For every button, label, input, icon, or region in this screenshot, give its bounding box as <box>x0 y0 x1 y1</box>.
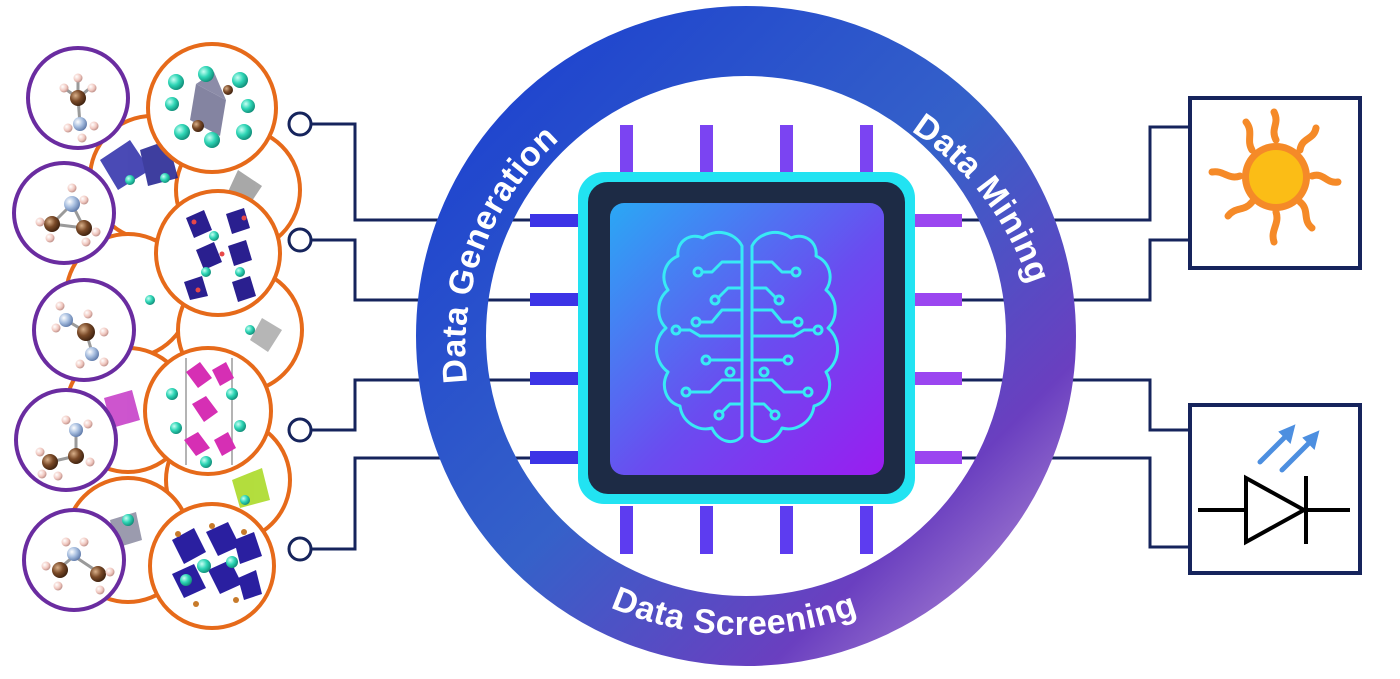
terminal-3 <box>287 417 313 443</box>
molecule-3 <box>32 278 136 382</box>
crystal-structure-1 <box>146 42 278 174</box>
led-diode-icon <box>1198 424 1350 546</box>
molecule-1 <box>26 46 130 150</box>
terminal-4 <box>287 536 313 562</box>
crystal-structure-3 <box>143 346 273 476</box>
crystal-structure-4 <box>148 502 276 630</box>
brain-circuit-icon <box>655 230 839 444</box>
light-arrows-icon <box>1257 424 1320 473</box>
molecule-5 <box>22 508 126 612</box>
sun-icon <box>1208 108 1342 246</box>
terminal-2 <box>287 227 313 253</box>
process-ring <box>416 6 1076 666</box>
chip-pins <box>530 125 962 554</box>
input-terminals <box>287 111 313 562</box>
terminal-1 <box>287 111 313 137</box>
materials-column <box>12 42 304 630</box>
molecule-2 <box>12 161 116 265</box>
molecule-4 <box>14 388 118 492</box>
wire-8 <box>960 456 1190 549</box>
crystal-structure-2 <box>154 189 282 317</box>
led-output-box <box>1188 403 1362 575</box>
solar-output-box <box>1188 96 1362 270</box>
processor-chip <box>578 172 915 504</box>
wire-5 <box>960 125 1190 222</box>
